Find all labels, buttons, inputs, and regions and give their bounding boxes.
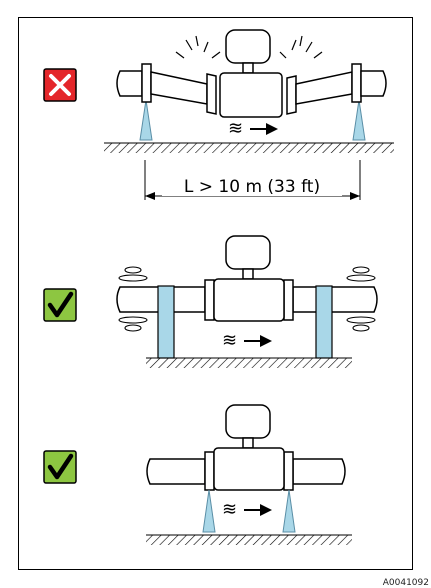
scenario-correct-close-supports: ≋ [43, 404, 352, 545]
pipe-support-left [157, 285, 175, 359]
span-length-label: L > 10 m (33 ft) [184, 177, 320, 197]
flowmeter [213, 235, 285, 322]
pipeline [146, 451, 346, 491]
pipe-left [116, 63, 217, 115]
vibration-marks [175, 35, 323, 59]
span-dimension: L > 10 m (33 ft) [144, 160, 361, 200]
pipe-right [286, 63, 387, 115]
scenario-incorrect-unsupported: ≋ L > 10 m (33 ft) [43, 29, 394, 200]
flow-symbol: ≋ [222, 330, 237, 351]
figure-code: A0041092 [383, 578, 429, 588]
pipe-support-right [352, 99, 366, 141]
vibration-damping-marks [118, 266, 376, 332]
check-icon [43, 288, 77, 322]
flow-direction: ≋ [222, 499, 272, 520]
flow-symbol: ≋ [228, 118, 243, 139]
ground-hatch [146, 358, 352, 368]
ground-hatch [104, 143, 394, 153]
flowmeter [213, 404, 285, 491]
scenario-correct-damped-supports: ≋ [43, 235, 378, 368]
pipe-support-right [315, 285, 333, 359]
flow-direction: ≋ [222, 330, 272, 351]
flow-direction: ≋ [228, 118, 278, 139]
pipe-support-right [282, 489, 296, 533]
flow-symbol: ≋ [222, 499, 237, 520]
figure-border [18, 17, 413, 570]
flowmeter [219, 29, 283, 118]
pipe-support-left [202, 489, 216, 533]
check-icon [43, 450, 77, 484]
pipe-support-left [139, 99, 153, 141]
cross-icon [43, 68, 77, 102]
ground-hatch [146, 535, 352, 545]
